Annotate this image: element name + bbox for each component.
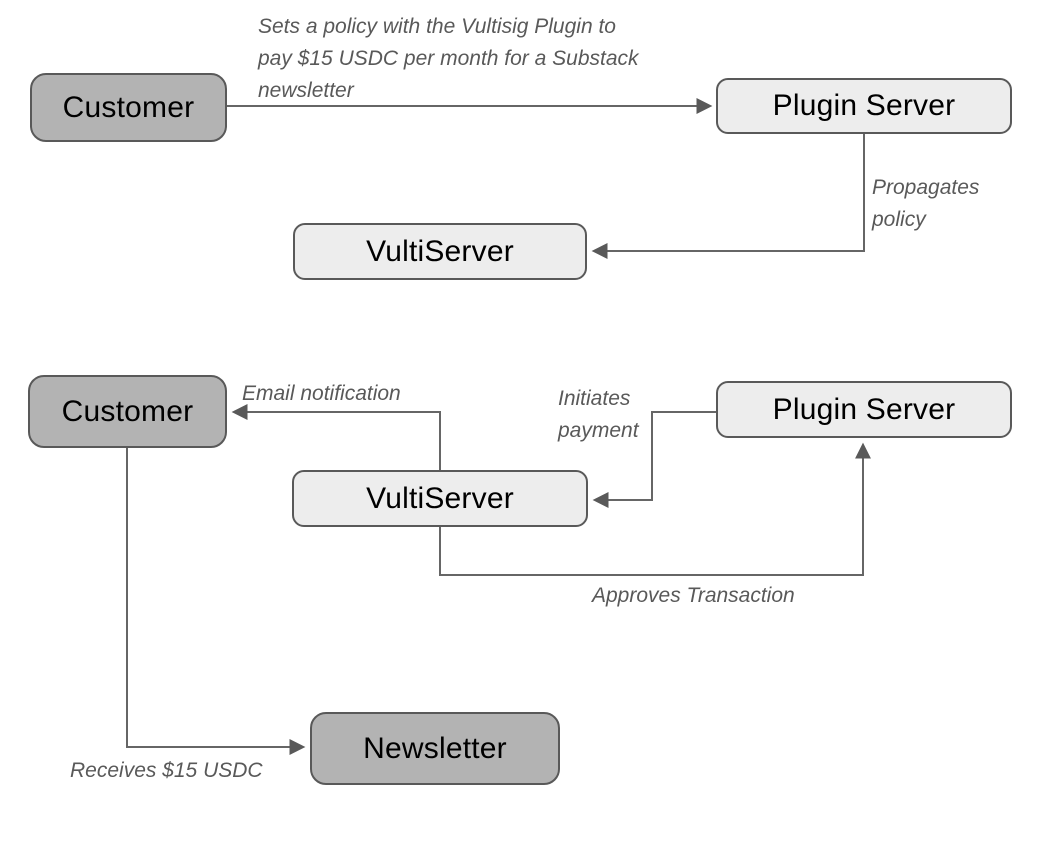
node-customer-top: Customer <box>30 73 227 142</box>
edge-label-email-notification: Email notification <box>242 382 401 405</box>
node-plugin-server-top: Plugin Server <box>716 78 1012 134</box>
node-newsletter: Newsletter <box>310 712 560 785</box>
node-plugin-server-bottom: Plugin Server <box>716 381 1012 438</box>
node-customer-top-label: Customer <box>62 90 195 124</box>
connector-initiates-payment <box>592 411 716 508</box>
edge-label-set-policy: Sets a policy with the Vultisig Plugin t… <box>258 15 639 102</box>
node-newsletter-label: Newsletter <box>363 731 507 765</box>
edge-label-receives-usdc: Receives $15 USDC <box>70 759 263 782</box>
node-customer-bottom-label: Customer <box>61 394 194 428</box>
edge-label-initiates-payment: Initiates payment <box>558 387 639 442</box>
connector-approves-transaction <box>439 442 871 576</box>
node-vultiserver-top: VultiServer <box>293 223 587 280</box>
node-plugin-server-top-label: Plugin Server <box>772 89 956 122</box>
node-vultiserver-top-label: VultiServer <box>366 234 514 268</box>
edge-label-propagates-policy: Propagates policy <box>872 176 980 231</box>
node-plugin-server-bottom-label: Plugin Server <box>772 392 956 426</box>
node-customer-bottom: Customer <box>28 375 227 448</box>
node-vultiserver-bottom-label: VultiServer <box>366 481 514 515</box>
node-vultiserver-bottom: VultiServer <box>292 470 588 527</box>
connector-propagates-policy <box>591 134 865 259</box>
edge-label-approves-transaction: Approves Transaction <box>592 584 795 607</box>
connector-email-notification <box>231 404 441 470</box>
connector-receives-usdc <box>126 448 306 755</box>
